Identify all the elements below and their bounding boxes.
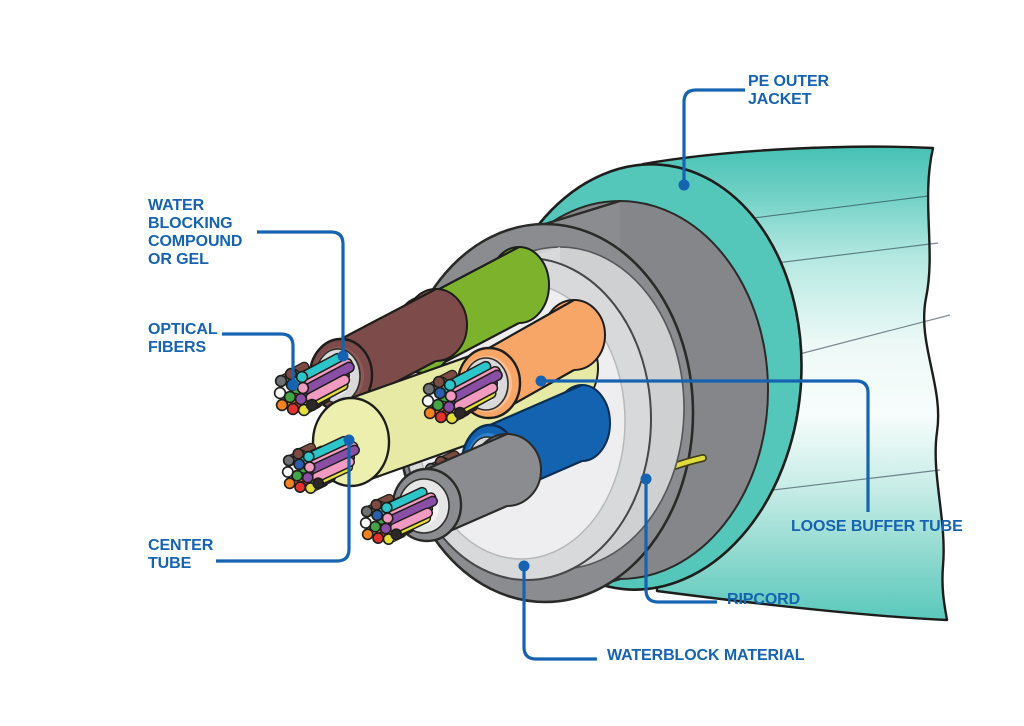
fiber-end-cap bbox=[372, 532, 385, 545]
label-loose-buffer-tube: LOOSE BUFFER TUBE bbox=[791, 518, 963, 535]
leader-loose-buffer-tube bbox=[541, 379, 870, 512]
fiber-end-cap bbox=[292, 447, 305, 460]
fiber-end-cap bbox=[360, 505, 373, 518]
label-optical-fibers: OPTICAL FIBERS bbox=[148, 321, 218, 356]
leader-optical-fibers bbox=[222, 332, 295, 385]
fiber-end-cap bbox=[422, 382, 436, 396]
label-ripcord: RIPCORD bbox=[727, 591, 801, 608]
dot-center-tube bbox=[343, 434, 355, 446]
fiber-end-cap bbox=[294, 481, 307, 494]
fiber-end-cap bbox=[273, 386, 287, 400]
dot-loose-buffer-tube bbox=[535, 375, 547, 387]
buffer-tube-gray bbox=[359, 432, 542, 545]
optical-fiber bbox=[388, 497, 437, 524]
leader-pe-outer-jacket bbox=[682, 88, 745, 185]
leader-ripcord bbox=[644, 479, 717, 604]
fiber-end-cap bbox=[381, 512, 394, 525]
fiber-end-cap bbox=[302, 450, 315, 463]
fiber-end-cap bbox=[361, 528, 374, 541]
fiber-end-cap bbox=[293, 458, 306, 471]
dot-water-blocking bbox=[337, 350, 349, 362]
fiber-end-cap bbox=[421, 394, 435, 408]
buffer-tube-orange bbox=[421, 299, 606, 425]
dot-pe-outer-jacket bbox=[678, 179, 690, 191]
optical-fiber bbox=[306, 375, 349, 402]
fiber-end-cap bbox=[443, 378, 457, 392]
fiber-end-cap bbox=[296, 381, 310, 395]
fiber-end-cap bbox=[380, 501, 393, 514]
dot-ripcord bbox=[640, 473, 652, 485]
optical-fiber bbox=[452, 371, 502, 402]
leader-center-tube bbox=[216, 440, 351, 563]
fiber-bundle bbox=[281, 435, 361, 494]
dot-optical-fibers bbox=[287, 379, 299, 391]
fiber-end-cap bbox=[379, 522, 392, 535]
fiber-end-cap bbox=[432, 375, 446, 389]
fiber-end-cap bbox=[434, 410, 448, 424]
fiber-end-cap bbox=[423, 406, 437, 420]
fiber-end-cap bbox=[390, 528, 403, 541]
label-waterblock-material: WATERBLOCK MATERIAL bbox=[607, 647, 805, 664]
fiber-end-cap bbox=[301, 471, 314, 484]
leader-water-blocking bbox=[257, 230, 345, 356]
optical-fiber bbox=[304, 363, 354, 394]
fiber-end-cap bbox=[442, 400, 456, 414]
leader-dots bbox=[287, 179, 690, 572]
fiber-end-cap bbox=[274, 374, 288, 388]
fiber-end-cap bbox=[282, 454, 295, 467]
fiber-bundle bbox=[359, 486, 439, 545]
fiber-end-cap bbox=[305, 398, 319, 412]
fiber-end-cap bbox=[286, 402, 300, 416]
label-center-tube: CENTER TUBE bbox=[148, 537, 214, 572]
optical-fiber bbox=[454, 383, 497, 410]
fiber-bundle bbox=[421, 360, 503, 425]
fiber-end-cap bbox=[371, 509, 384, 522]
fiber-end-cap bbox=[453, 406, 467, 420]
fiber-end-cap bbox=[312, 477, 325, 490]
label-water-blocking: WATER BLOCKING COMPOUND OR GEL bbox=[148, 197, 243, 268]
dot-waterblock bbox=[518, 560, 530, 572]
optical-fiber bbox=[390, 508, 432, 533]
fiber-end-cap bbox=[303, 461, 316, 474]
fiber-end-cap bbox=[444, 389, 458, 403]
fiber-end-cap bbox=[433, 386, 447, 400]
fiber-end-cap bbox=[294, 392, 308, 406]
fiber-end-cap bbox=[275, 398, 289, 412]
fiber-end-cap bbox=[295, 370, 309, 384]
fiber-end-cap bbox=[283, 477, 296, 490]
optical-fiber bbox=[312, 457, 354, 482]
fiber-end-cap bbox=[284, 367, 298, 381]
leader-lines bbox=[216, 88, 870, 661]
leader-waterblock bbox=[522, 566, 597, 661]
fiber-end-cap bbox=[370, 498, 383, 511]
label-pe-outer-jacket: PE OUTER JACKET bbox=[748, 73, 829, 108]
